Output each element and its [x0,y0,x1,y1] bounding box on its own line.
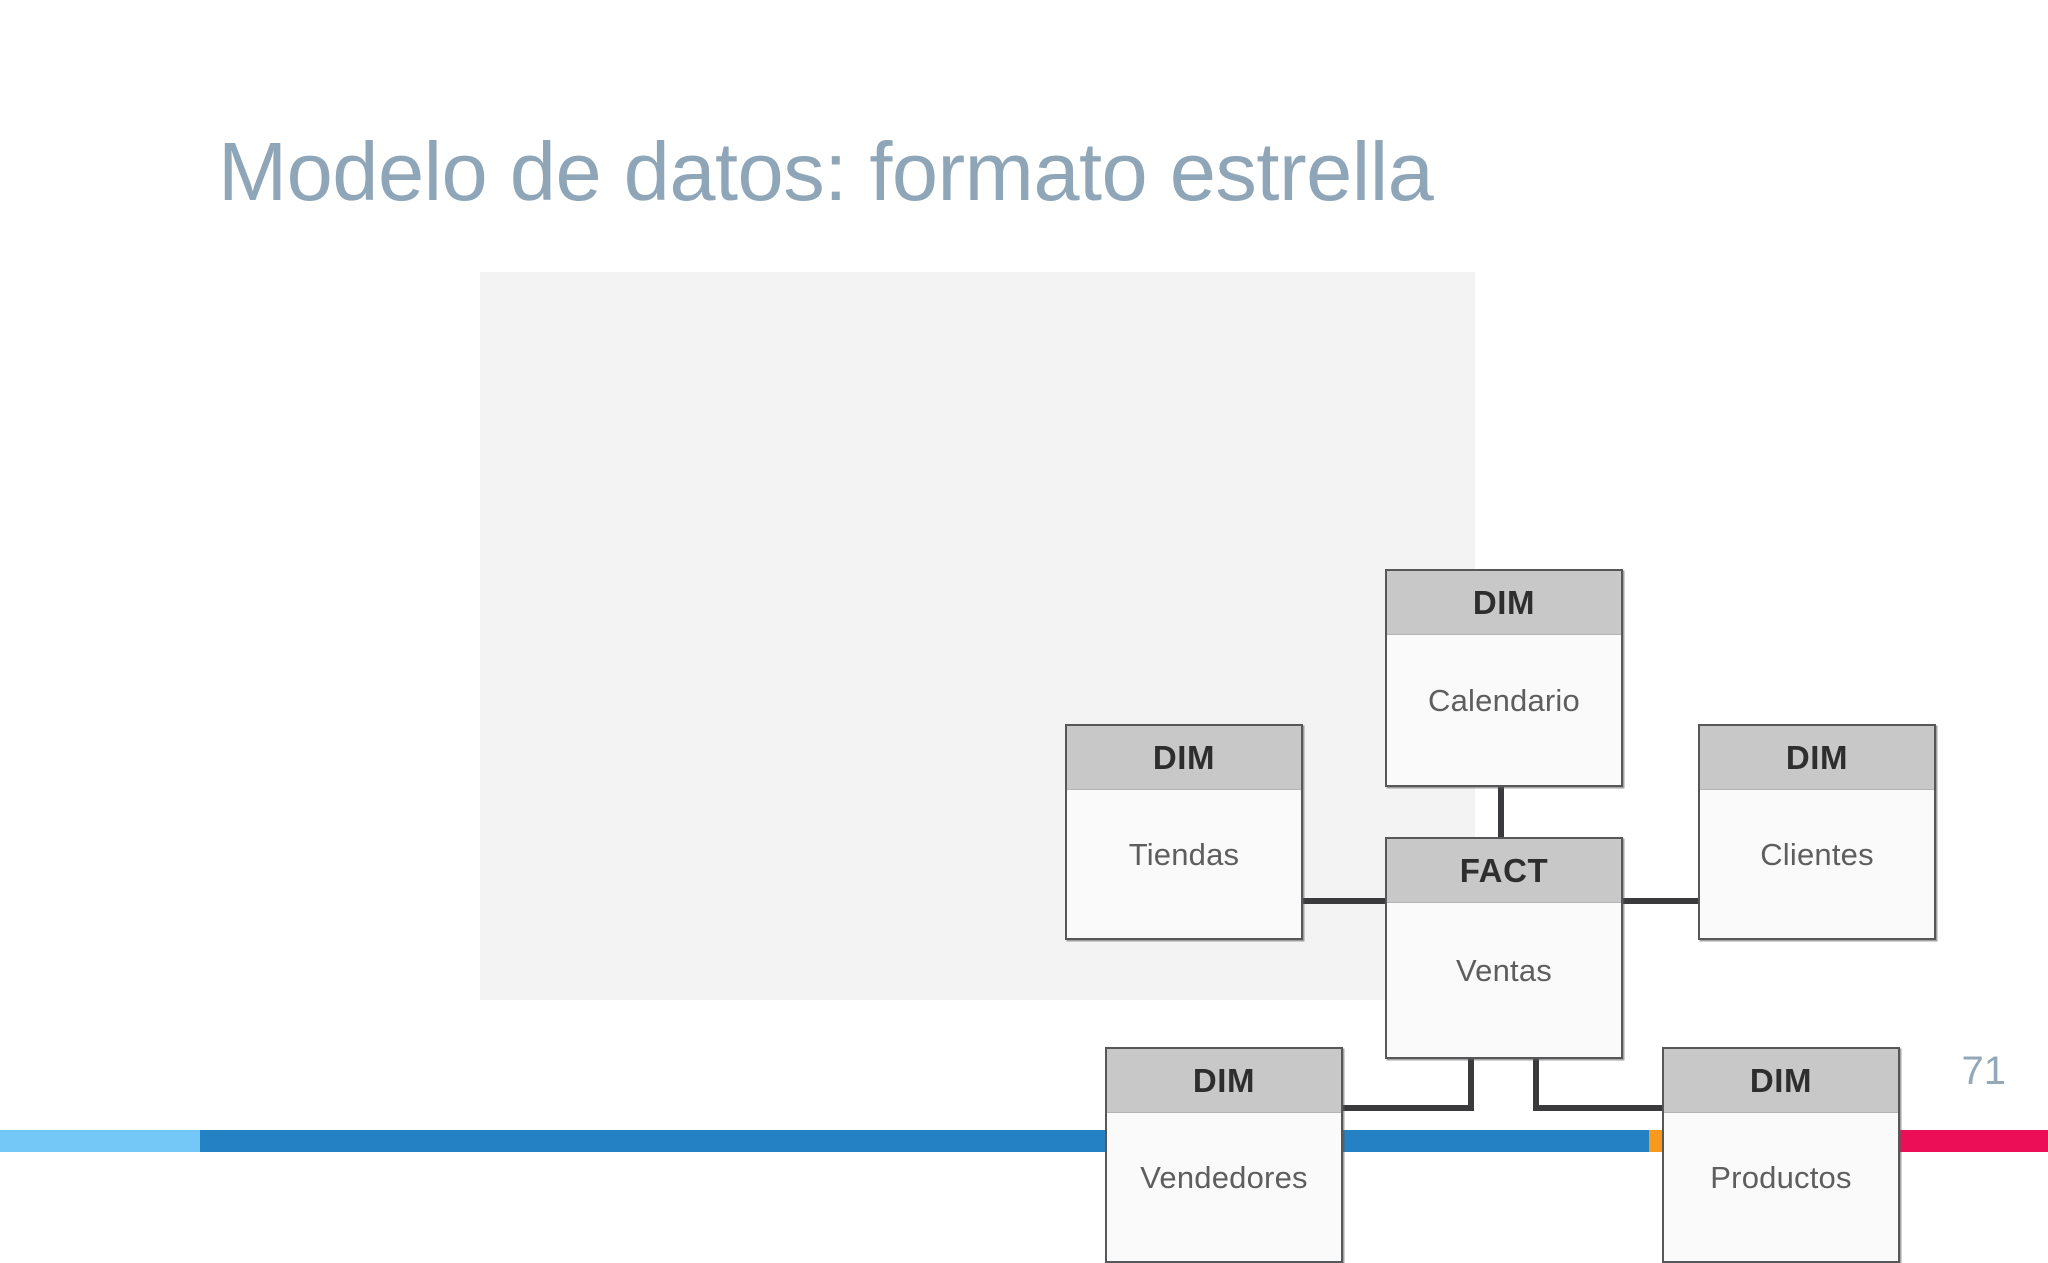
connector-fact-to-clientes [1618,898,1704,904]
entity-box-productos[interactable]: DIM Productos [1662,1047,1900,1263]
connector-tiendas-to-fact [1299,898,1391,904]
footer-segment-blue [200,1130,1649,1152]
connector-fact-to-productos-horizontal [1533,1105,1667,1111]
footer-segment-pink [1851,1130,2048,1152]
entity-kind-label: FACT [1387,839,1621,903]
connector-fact-to-vendedores-horizontal [1338,1105,1474,1111]
entity-kind-label: DIM [1387,571,1621,635]
footer-segment-light-blue [0,1130,200,1152]
entity-name-label: Productos [1710,1160,1852,1195]
entity-name-label: Clientes [1760,837,1874,872]
connector-fact-to-vendedores-vertical [1468,1055,1474,1111]
entity-kind-label: DIM [1700,726,1934,790]
entity-box-calendario[interactable]: DIM Calendario [1385,569,1623,787]
entity-name-label: Vendedores [1140,1160,1308,1195]
entity-box-clientes[interactable]: DIM Clientes [1698,724,1936,940]
entity-name-label: Ventas [1455,953,1552,988]
connector-calendario-to-fact [1498,784,1504,842]
entity-box-ventas-fact[interactable]: FACT Ventas [1385,837,1623,1059]
entity-box-tiendas[interactable]: DIM Tiendas [1065,724,1303,940]
entity-kind-label: DIM [1664,1049,1898,1113]
entity-name-label: Calendario [1428,683,1580,718]
entity-box-vendedores[interactable]: DIM Vendedores [1105,1047,1343,1263]
star-schema-diagram: DIM Calendario DIM Tiendas FACT Ventas D… [480,272,1936,1263]
connector-fact-to-productos-vertical [1533,1055,1539,1111]
entity-kind-label: DIM [1107,1049,1341,1113]
page-number: 71 [1961,1049,2007,1093]
page-title: Modelo de datos: formato estrella [218,125,1434,218]
entity-name-label: Tiendas [1128,837,1240,872]
entity-kind-label: DIM [1067,726,1301,790]
